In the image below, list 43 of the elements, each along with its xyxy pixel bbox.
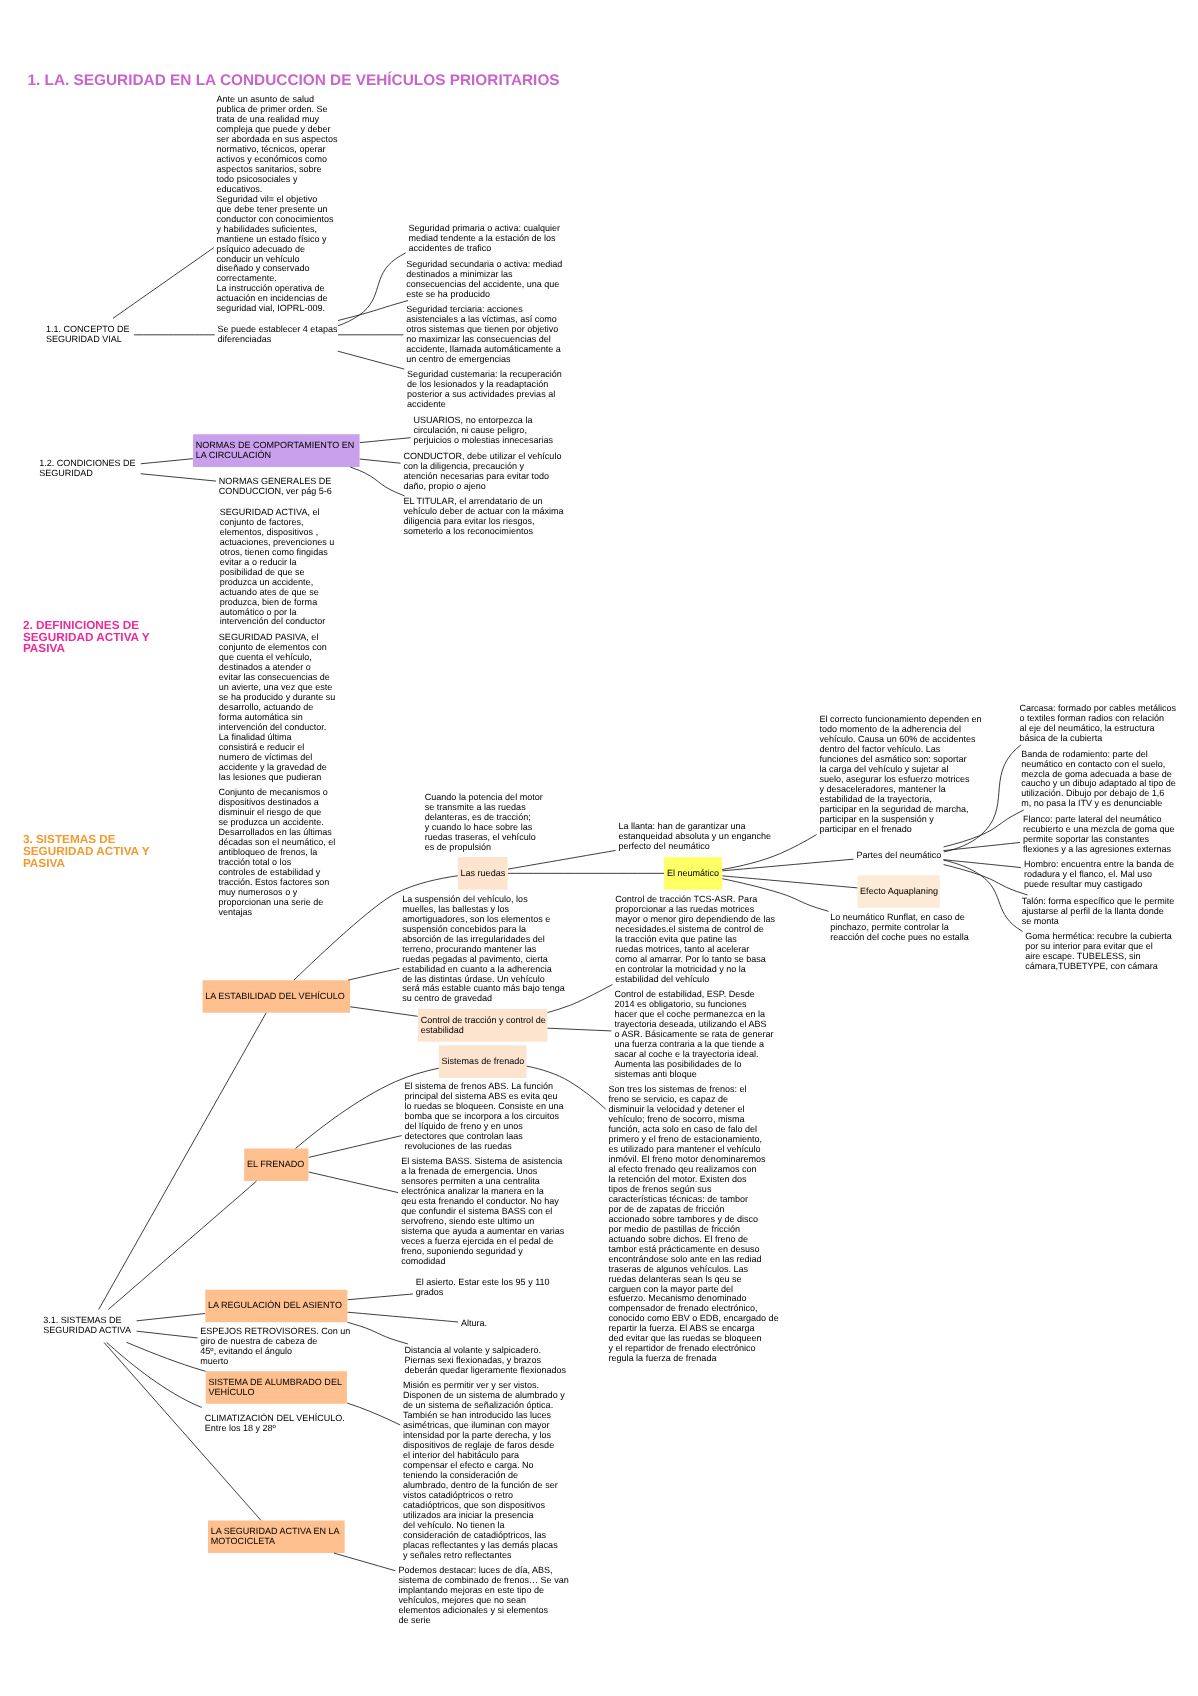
connector <box>547 984 613 1013</box>
connector <box>106 1342 203 1408</box>
connector <box>943 864 1028 896</box>
connector <box>943 744 1022 853</box>
connector <box>721 834 817 870</box>
connector <box>721 858 854 872</box>
connector <box>333 1552 396 1572</box>
connector <box>112 247 215 319</box>
connector <box>136 1313 206 1322</box>
connector <box>293 875 459 981</box>
connector <box>507 850 617 870</box>
connector <box>308 1171 399 1193</box>
connector <box>349 1006 419 1017</box>
connector <box>125 1341 206 1372</box>
connector <box>547 1027 612 1032</box>
connector <box>349 466 405 497</box>
connector <box>295 1067 440 1149</box>
connector <box>507 872 665 874</box>
connector <box>359 437 412 444</box>
connector <box>943 842 1021 851</box>
connector <box>103 1342 262 1521</box>
connector <box>943 859 1023 932</box>
connector <box>943 809 1025 848</box>
connector <box>337 252 407 327</box>
connector <box>721 875 858 889</box>
connector <box>943 859 1022 868</box>
connector <box>140 458 194 465</box>
connector <box>721 878 829 912</box>
connector <box>346 1402 401 1426</box>
connector <box>98 1012 267 1310</box>
connector <box>347 967 400 981</box>
connector <box>337 300 409 321</box>
connector <box>347 1311 459 1323</box>
connector <box>308 1135 403 1158</box>
connector <box>359 458 401 464</box>
connector <box>347 1321 409 1345</box>
connector <box>347 1293 414 1301</box>
connector <box>526 1065 607 1110</box>
connector <box>140 473 217 482</box>
connector <box>107 1180 257 1310</box>
diagram-title: 1. LA. SEGURIDAD EN LA CONDUCCION DE VEHÍCULOS PRIORITARIOS <box>27 70 560 89</box>
connector <box>337 350 405 370</box>
connector <box>136 1330 198 1339</box>
